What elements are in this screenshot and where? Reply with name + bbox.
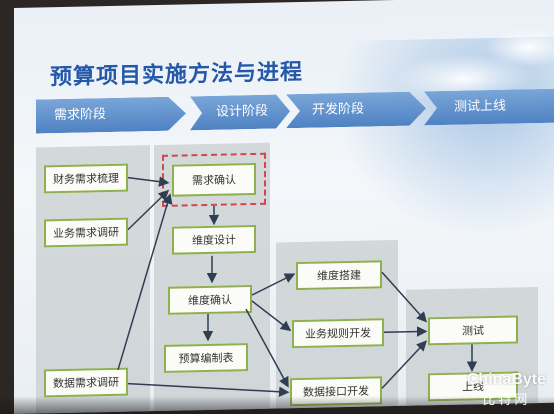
arrow-data-to-interface [127, 382, 290, 398]
arrow-dimconfirm-to-build [251, 273, 296, 296]
watermark-cn: 比特网 [482, 393, 531, 408]
flow-arrows [117, 176, 478, 398]
arrow-rules-to-test [384, 326, 428, 337]
watermark-brand: ChinaByte [466, 371, 546, 388]
bottom-shadow [0, 396, 554, 414]
arrow-interface-to-test [381, 340, 428, 389]
chinabyte-watermark: ChinaByte 比特网 [467, 371, 546, 408]
arrow-finance-to-confirm [127, 176, 170, 187]
arrow-data-to-confirm [117, 193, 173, 371]
projection-screen: 预算项目实施方法与进程 需求阶段 设计阶段 开发阶段 测试上线 财务需求梳理 业… [14, 0, 554, 414]
arrow-business-to-confirm [127, 189, 170, 231]
arrow-dimconfirm-to-rules [251, 300, 292, 332]
arrow-dimconfirm-to-interface [245, 308, 289, 388]
arrow-build-to-test [381, 271, 427, 323]
